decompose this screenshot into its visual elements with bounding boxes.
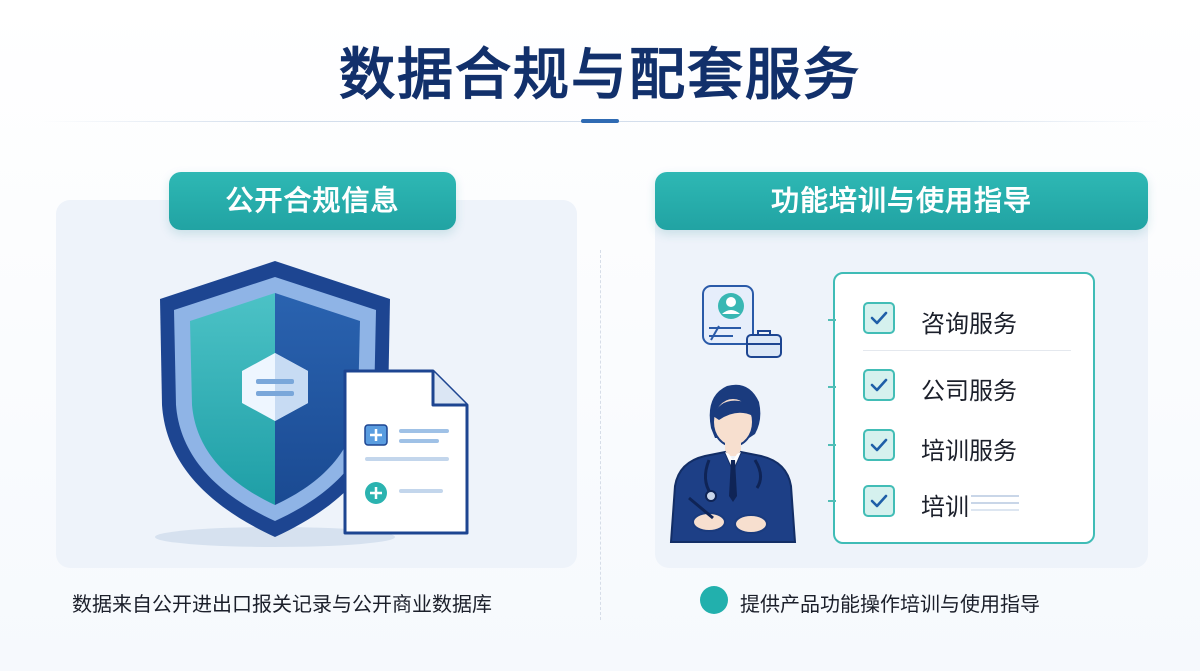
checklist-label: 培训 — [921, 493, 969, 521]
bullet-dot — [700, 586, 728, 614]
document-icon — [343, 369, 469, 535]
connector-tick — [828, 319, 836, 321]
doctor-illustration — [669, 384, 797, 543]
page-title: 数据合规与配套服务 — [339, 43, 861, 108]
training-header: 功能培训与使用指导 — [655, 172, 1148, 230]
title-accent-bar — [581, 119, 619, 123]
checklist-label: 公司服务 — [921, 377, 1017, 405]
checkbox-icon[interactable] — [863, 485, 895, 517]
shield-icon — [155, 261, 395, 547]
placeholder-lines — [971, 495, 1019, 511]
checkbox-icon[interactable] — [863, 302, 895, 334]
connector-tick — [828, 500, 836, 502]
compliance-caption: 数据来自公开进出口报关记录与公开商业数据库 — [72, 592, 492, 616]
connector-tick — [828, 444, 836, 446]
checkbox-icon[interactable] — [863, 369, 895, 401]
briefcase-icon — [746, 330, 782, 358]
profile-card-icon — [702, 285, 754, 345]
services-checklist: 咨询服务 公司服务 培训服务 培训 — [828, 272, 1095, 544]
connector-tick — [828, 386, 836, 388]
row-separator — [863, 350, 1071, 351]
compliance-header: 公开合规信息 — [169, 172, 456, 230]
training-caption: 提供产品功能操作培训与使用指导 — [740, 592, 1040, 616]
checklist-label: 培训服务 — [921, 437, 1017, 465]
checklist-label: 咨询服务 — [921, 310, 1017, 338]
checkbox-icon[interactable] — [863, 429, 895, 461]
panel-divider — [600, 250, 601, 620]
